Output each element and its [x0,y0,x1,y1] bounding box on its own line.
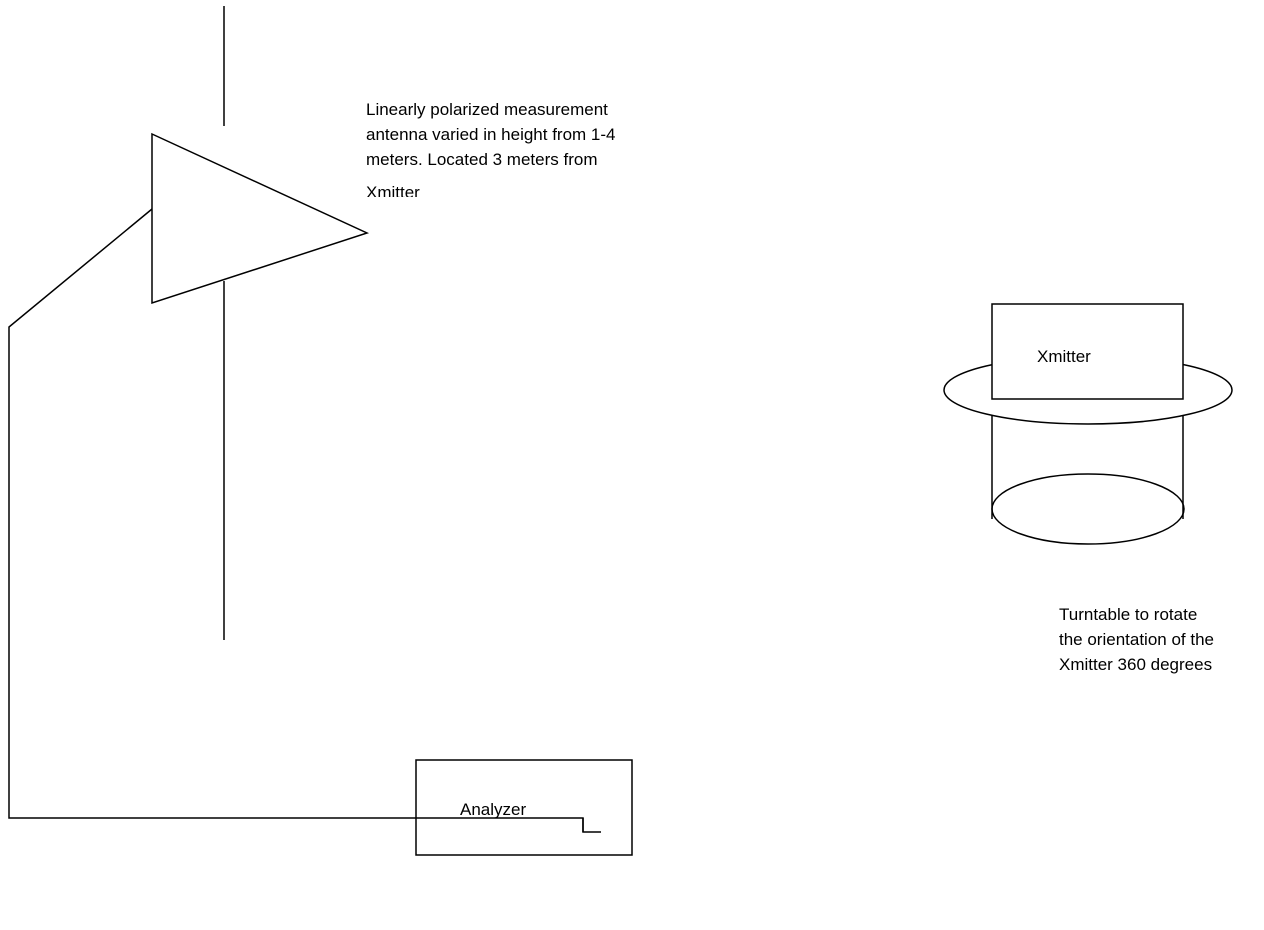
analyzer-label: Analyzer [460,800,527,819]
transmitter-label: Xmitter [1037,347,1091,366]
turntable-base [991,473,1185,545]
antenna-description: Linearly polarized measurement antenna v… [366,98,706,197]
transmitter-box [991,303,1184,400]
measurement-antenna [151,132,370,305]
analyzer-connector [582,818,601,833]
analyzer-box [415,759,633,856]
turntable-description-line-3: Xmitter 360 degrees [1059,655,1213,674]
antenna-description-line-1: Linearly polarized measurement [366,100,608,119]
antenna-description-line-2: antenna varied in height from 1-4 [366,125,616,144]
turntable-description-line-2: the orientation of the [1059,630,1215,649]
antenna-cable [8,208,584,832]
antenna-description-line-3: meters. Located 3 meters from [366,150,598,169]
turntable-description-line-1: Turntable to rotate [1059,605,1198,624]
turntable-description: Turntable to rotate the orientation of t… [1059,603,1264,683]
antenna-description-line-4: Xmitter [366,183,420,197]
